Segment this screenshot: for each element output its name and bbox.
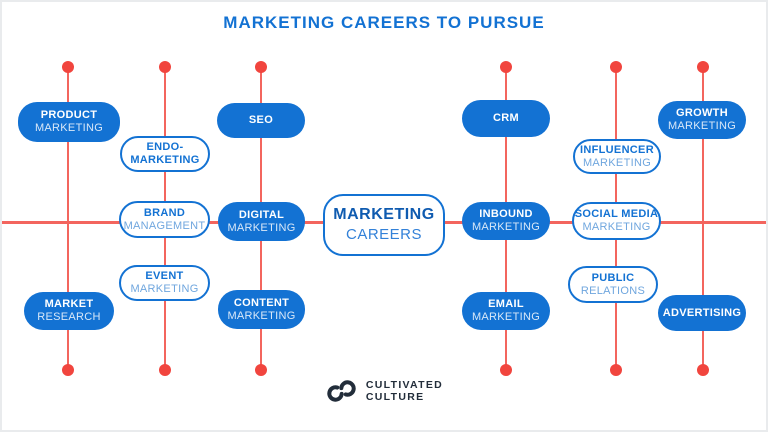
node-label: SEO [248, 114, 274, 126]
node-market-research: MARKET RESEARCH [24, 292, 114, 330]
node-sublabel: MARKETING [130, 283, 199, 295]
node-label: DIGITAL [238, 208, 285, 221]
node-growth-marketing: GROWTH MARKETING [658, 101, 746, 139]
node-label: ENDO- [146, 141, 184, 153]
node-seo: SEO [217, 103, 305, 138]
node-label: INBOUND [479, 208, 533, 220]
node-label: PUBLIC [591, 271, 635, 284]
node-sublabel: MARKETING [667, 120, 737, 132]
connector-line-vertical-1 [66, 67, 70, 370]
node-sublabel: MARKETING [34, 122, 104, 134]
cultivated-culture-logo: CULTIVATED CULTURE [2, 378, 766, 404]
node-label: ADVERTISING [662, 306, 742, 319]
page-title: MARKETING CAREERS TO PURSUE [223, 13, 545, 32]
interlocked-rings-icon [325, 378, 358, 404]
node-label: GROWTH [676, 107, 728, 119]
node-product-marketing: PRODUCT MARKETING [18, 102, 120, 142]
logo-line2: CULTURE [365, 391, 425, 403]
node-label: CRM [493, 112, 519, 124]
logo-line1: CULTIVATED [365, 379, 444, 391]
node-sublabel: MARKETING [471, 311, 541, 323]
endpoint-dot [610, 364, 622, 376]
node-sublabel: MARKETING [582, 221, 651, 233]
center-node-sublabel: CAREERS [345, 226, 423, 243]
node-sublabel: MARKETING [227, 221, 296, 234]
node-label: PRODUCT [40, 109, 98, 121]
logo-wordmark: CULTIVATED CULTURE [366, 379, 443, 403]
node-influencer-marketing: INFLUENCER MARKETING [573, 139, 661, 174]
endpoint-dot [62, 61, 74, 73]
node-label: MARKET [44, 298, 94, 310]
node-label: SOCIAL MEDIA [574, 208, 659, 220]
endpoint-dot [255, 61, 267, 73]
endpoint-dot [697, 61, 709, 73]
node-advertising: ADVERTISING [658, 295, 746, 331]
node-endo-marketing: ENDO- MARKETING [120, 136, 210, 172]
endpoint-dot [500, 61, 512, 73]
endpoint-dot [255, 364, 267, 376]
endpoint-dot [500, 364, 512, 376]
node-email-marketing: EMAIL MARKETING [462, 292, 550, 330]
node-brand-management: BRAND MANAGEMENT [119, 201, 210, 238]
node-inbound-marketing: INBOUND MARKETING [462, 202, 550, 240]
node-sublabel: RELATIONS [580, 284, 646, 297]
endpoint-dot [159, 61, 171, 73]
node-marketing-careers-center: MARKETING CAREERS [323, 194, 445, 256]
node-label: CONTENT [233, 296, 290, 309]
node-sublabel: MANAGEMENT [123, 219, 206, 232]
center-node-label: MARKETING [333, 206, 435, 223]
node-social-media-marketing: SOCIAL MEDIA MARKETING [572, 202, 661, 240]
endpoint-dot [159, 364, 171, 376]
node-label: INFLUENCER [580, 143, 654, 156]
node-event-marketing: EVENT MARKETING [119, 265, 210, 301]
node-content-marketing: CONTENT MARKETING [218, 290, 305, 329]
node-sublabel: RESEARCH [37, 311, 101, 323]
node-sublabel: MARKETING [582, 156, 652, 169]
node-label: BRAND [143, 206, 186, 219]
endpoint-dot [62, 364, 74, 376]
endpoint-dot [697, 364, 709, 376]
node-label: EMAIL [488, 298, 524, 310]
node-crm: CRM [462, 100, 550, 137]
node-sublabel: MARKETING [471, 221, 541, 233]
node-label: EVENT [145, 270, 184, 282]
node-public-relations: PUBLIC RELATIONS [568, 266, 658, 303]
node-sublabel: MARKETING [130, 154, 200, 166]
endpoint-dot [610, 61, 622, 73]
connector-line-vertical-6 [701, 67, 705, 370]
node-digital-marketing: DIGITAL MARKETING [218, 202, 305, 241]
node-sublabel: MARKETING [227, 309, 296, 322]
